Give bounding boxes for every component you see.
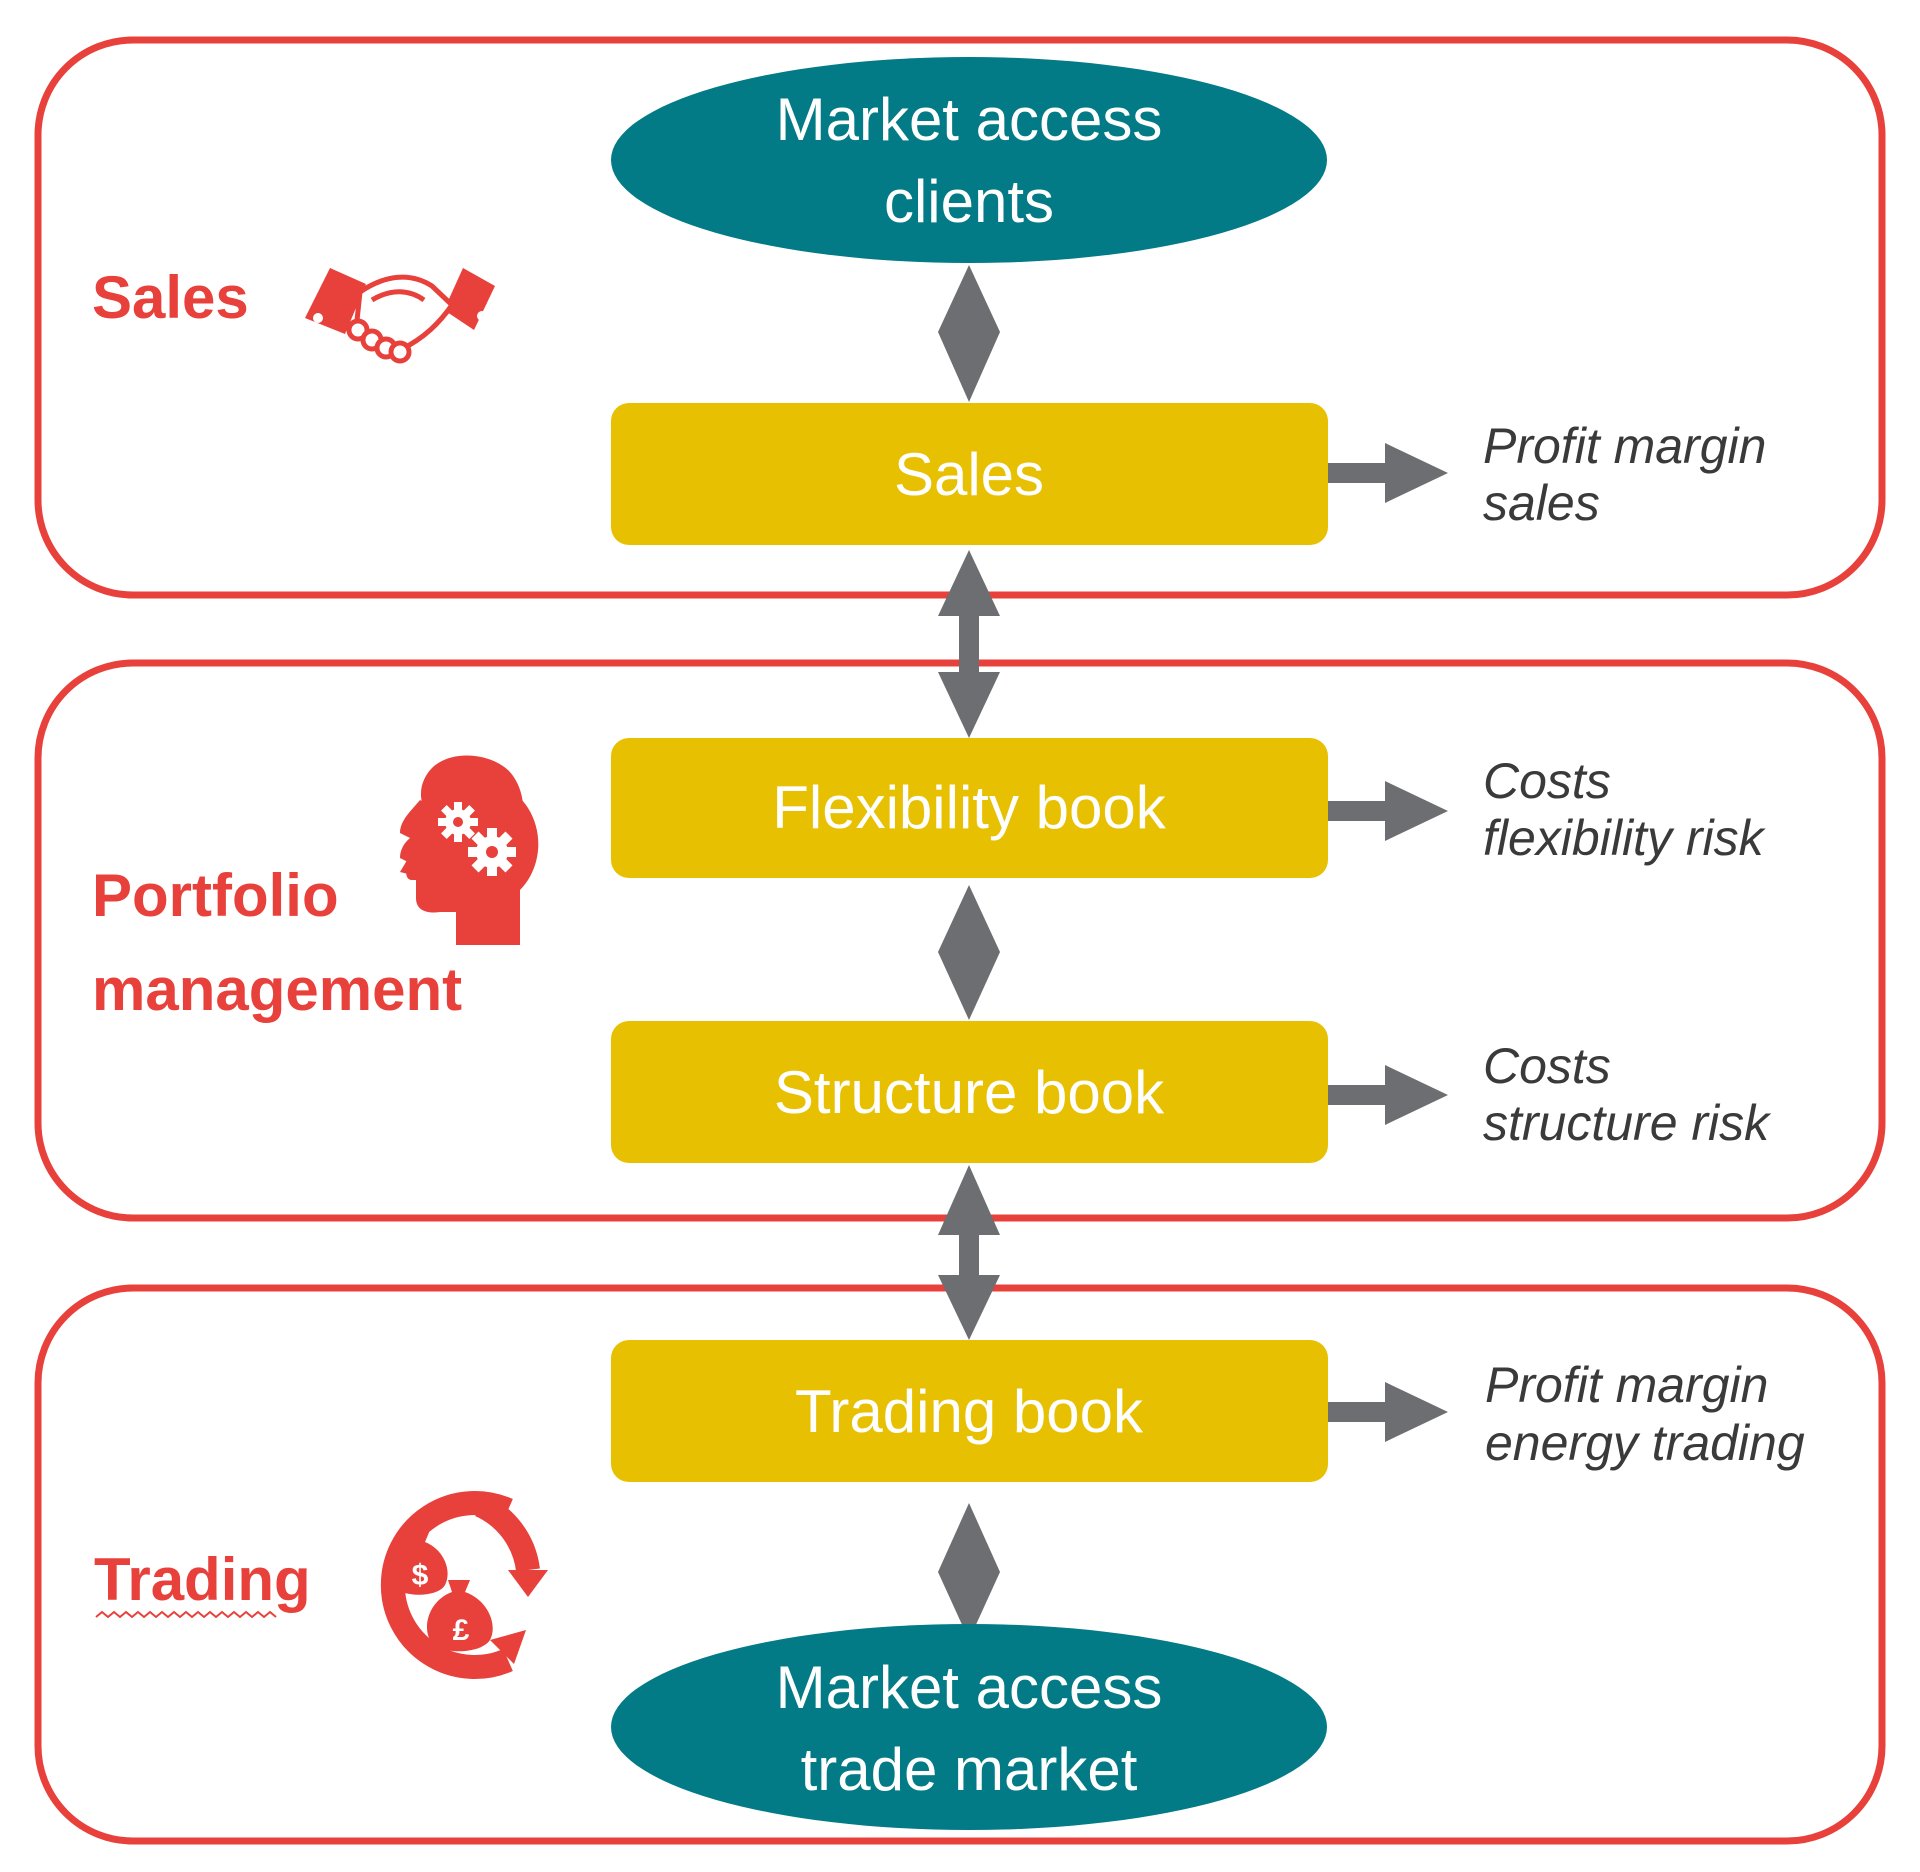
note-costs-flexibility-risk: Costs flexibility risk	[1483, 753, 1767, 866]
note-flexibility-line1: Costs	[1483, 753, 1611, 809]
note-trading-line2: energy trading	[1485, 1415, 1805, 1471]
portfolio-section-label-line2: management	[92, 956, 462, 1023]
note-sales-line2: sales	[1483, 475, 1600, 531]
money-exchange-icon: $ £	[380, 1491, 548, 1679]
note-structure-line1: Costs	[1483, 1038, 1611, 1094]
sales-node-label: Sales	[894, 441, 1044, 508]
note-sales-line1: Profit margin	[1483, 418, 1766, 474]
handshake-icon	[305, 268, 495, 364]
svg-text:£: £	[453, 1614, 470, 1647]
market-access-trade-line1: Market access	[776, 1654, 1163, 1721]
arrow-trading-note	[1328, 1382, 1448, 1442]
spellcheck-underline	[95, 1610, 277, 1619]
arrow-sales-flexibility	[938, 550, 1000, 738]
market-access-clients-node: Market access clients	[611, 57, 1327, 263]
arrow-trading-market	[938, 1503, 1000, 1640]
note-costs-structure-risk: Costs structure risk	[1483, 1038, 1772, 1151]
structure-book-label: Structure book	[774, 1059, 1165, 1126]
head-gears-icon	[400, 755, 539, 945]
market-access-trade-market-node: Market access trade market	[611, 1624, 1327, 1830]
note-trading-line1: Profit margin	[1485, 1357, 1768, 1413]
arrow-structure-trading	[938, 1165, 1000, 1340]
note-profit-margin-sales: Profit margin sales	[1483, 418, 1766, 531]
trading-book-label: Trading book	[795, 1378, 1144, 1445]
svg-text:$: $	[412, 1559, 429, 1592]
portfolio-section-label-line1: Portfolio	[92, 862, 339, 929]
structure-book-node: Structure book	[611, 1021, 1328, 1163]
arrow-sales-note	[1328, 443, 1448, 503]
flexibility-book-node: Flexibility book	[611, 738, 1328, 878]
arrow-structure-note	[1328, 1065, 1448, 1125]
trading-section-label: Trading	[94, 1546, 311, 1613]
arrow-flexibility-structure	[938, 885, 1000, 1020]
note-flexibility-line2: flexibility risk	[1483, 810, 1767, 866]
flexibility-book-label: Flexibility book	[772, 774, 1166, 841]
market-access-clients-line1: Market access	[776, 86, 1163, 153]
sales-node: Sales	[611, 403, 1328, 545]
note-structure-line2: structure risk	[1483, 1095, 1772, 1151]
note-profit-margin-energy-trading: Profit margin energy trading	[1485, 1357, 1805, 1471]
sales-section-label: Sales	[92, 264, 249, 331]
market-access-trade-line2: trade market	[801, 1736, 1138, 1803]
arrow-clients-sales	[938, 265, 1000, 402]
trading-book-node: Trading book	[611, 1340, 1328, 1482]
arrow-flexibility-note	[1328, 781, 1448, 841]
market-access-clients-line2: clients	[884, 168, 1054, 235]
